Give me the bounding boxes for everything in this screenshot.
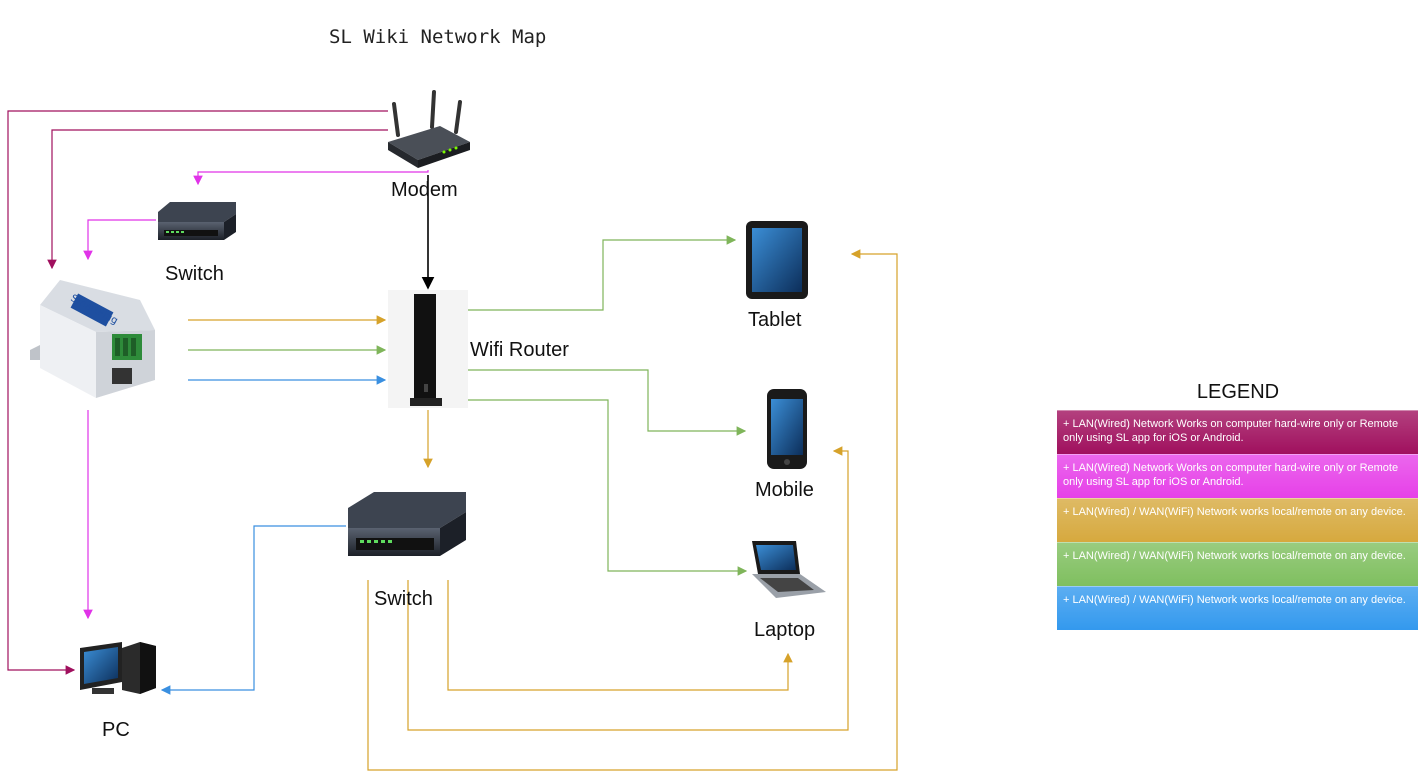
switch-main-icon[interactable] [348, 492, 466, 556]
switch-main-label: Switch [374, 588, 433, 610]
legend-item-lan-only-alt: + LAN(Wired) Network Works on computer h… [1057, 454, 1418, 498]
tablet-label: Tablet [748, 309, 802, 331]
legend-item-text: + LAN(Wired) / WAN(WiFi) Network works l… [1063, 506, 1406, 518]
link-modem-pc [7, 110, 388, 675]
wifi-router-label: Wifi Router [470, 339, 569, 361]
legend-item-text: + LAN(Wired) / WAN(WiFi) Network works l… [1063, 550, 1406, 562]
link-modem-switch-top [193, 170, 429, 186]
controller-box-icon[interactable]: SmartPlug [30, 280, 155, 398]
legend: + LAN(Wired) Network Works on computer h… [1057, 410, 1418, 630]
switch-top-icon[interactable] [158, 202, 236, 240]
tablet-icon[interactable] [746, 221, 808, 299]
legend-item-lan-wan-gold: + LAN(Wired) / WAN(WiFi) Network works l… [1057, 498, 1418, 542]
link-router-tablet [468, 235, 737, 311]
link-router-laptop [468, 399, 748, 576]
link-switch-top-controller [83, 219, 156, 261]
mobile-label: Mobile [755, 479, 814, 501]
link-switch-pc [160, 525, 346, 695]
pc-label: PC [102, 719, 130, 741]
wifi-router-icon[interactable] [388, 290, 468, 408]
legend-item-text: + LAN(Wired) Network Works on computer h… [1063, 418, 1399, 444]
laptop-label: Laptop [754, 619, 816, 641]
pc-icon[interactable] [80, 642, 156, 694]
legend-item-lan-only: + LAN(Wired) Network Works on computer h… [1057, 410, 1418, 454]
link-modem-controller [47, 129, 388, 270]
link-router-mobile [468, 369, 747, 436]
modem-label: Modem [391, 179, 458, 201]
mobile-icon[interactable] [767, 389, 807, 469]
legend-title: LEGEND [1196, 381, 1280, 403]
legend-item-lan-wan-blue: + LAN(Wired) / WAN(WiFi) Network works l… [1057, 586, 1418, 630]
laptop-icon[interactable] [752, 541, 826, 598]
switch-top-label: Switch [165, 263, 224, 285]
legend-item-text: + LAN(Wired) Network Works on computer h… [1063, 462, 1399, 488]
legend-item-text: + LAN(Wired) / WAN(WiFi) Network works l… [1063, 594, 1406, 606]
diagram-title: SL Wiki Network Map [329, 26, 547, 48]
link-switch-laptop [447, 580, 793, 691]
link-switch-mobile [407, 446, 849, 731]
modem-icon[interactable] [388, 90, 470, 168]
legend-item-lan-wan-green: + LAN(Wired) / WAN(WiFi) Network works l… [1057, 542, 1418, 586]
link-switch-tablet [367, 249, 898, 771]
